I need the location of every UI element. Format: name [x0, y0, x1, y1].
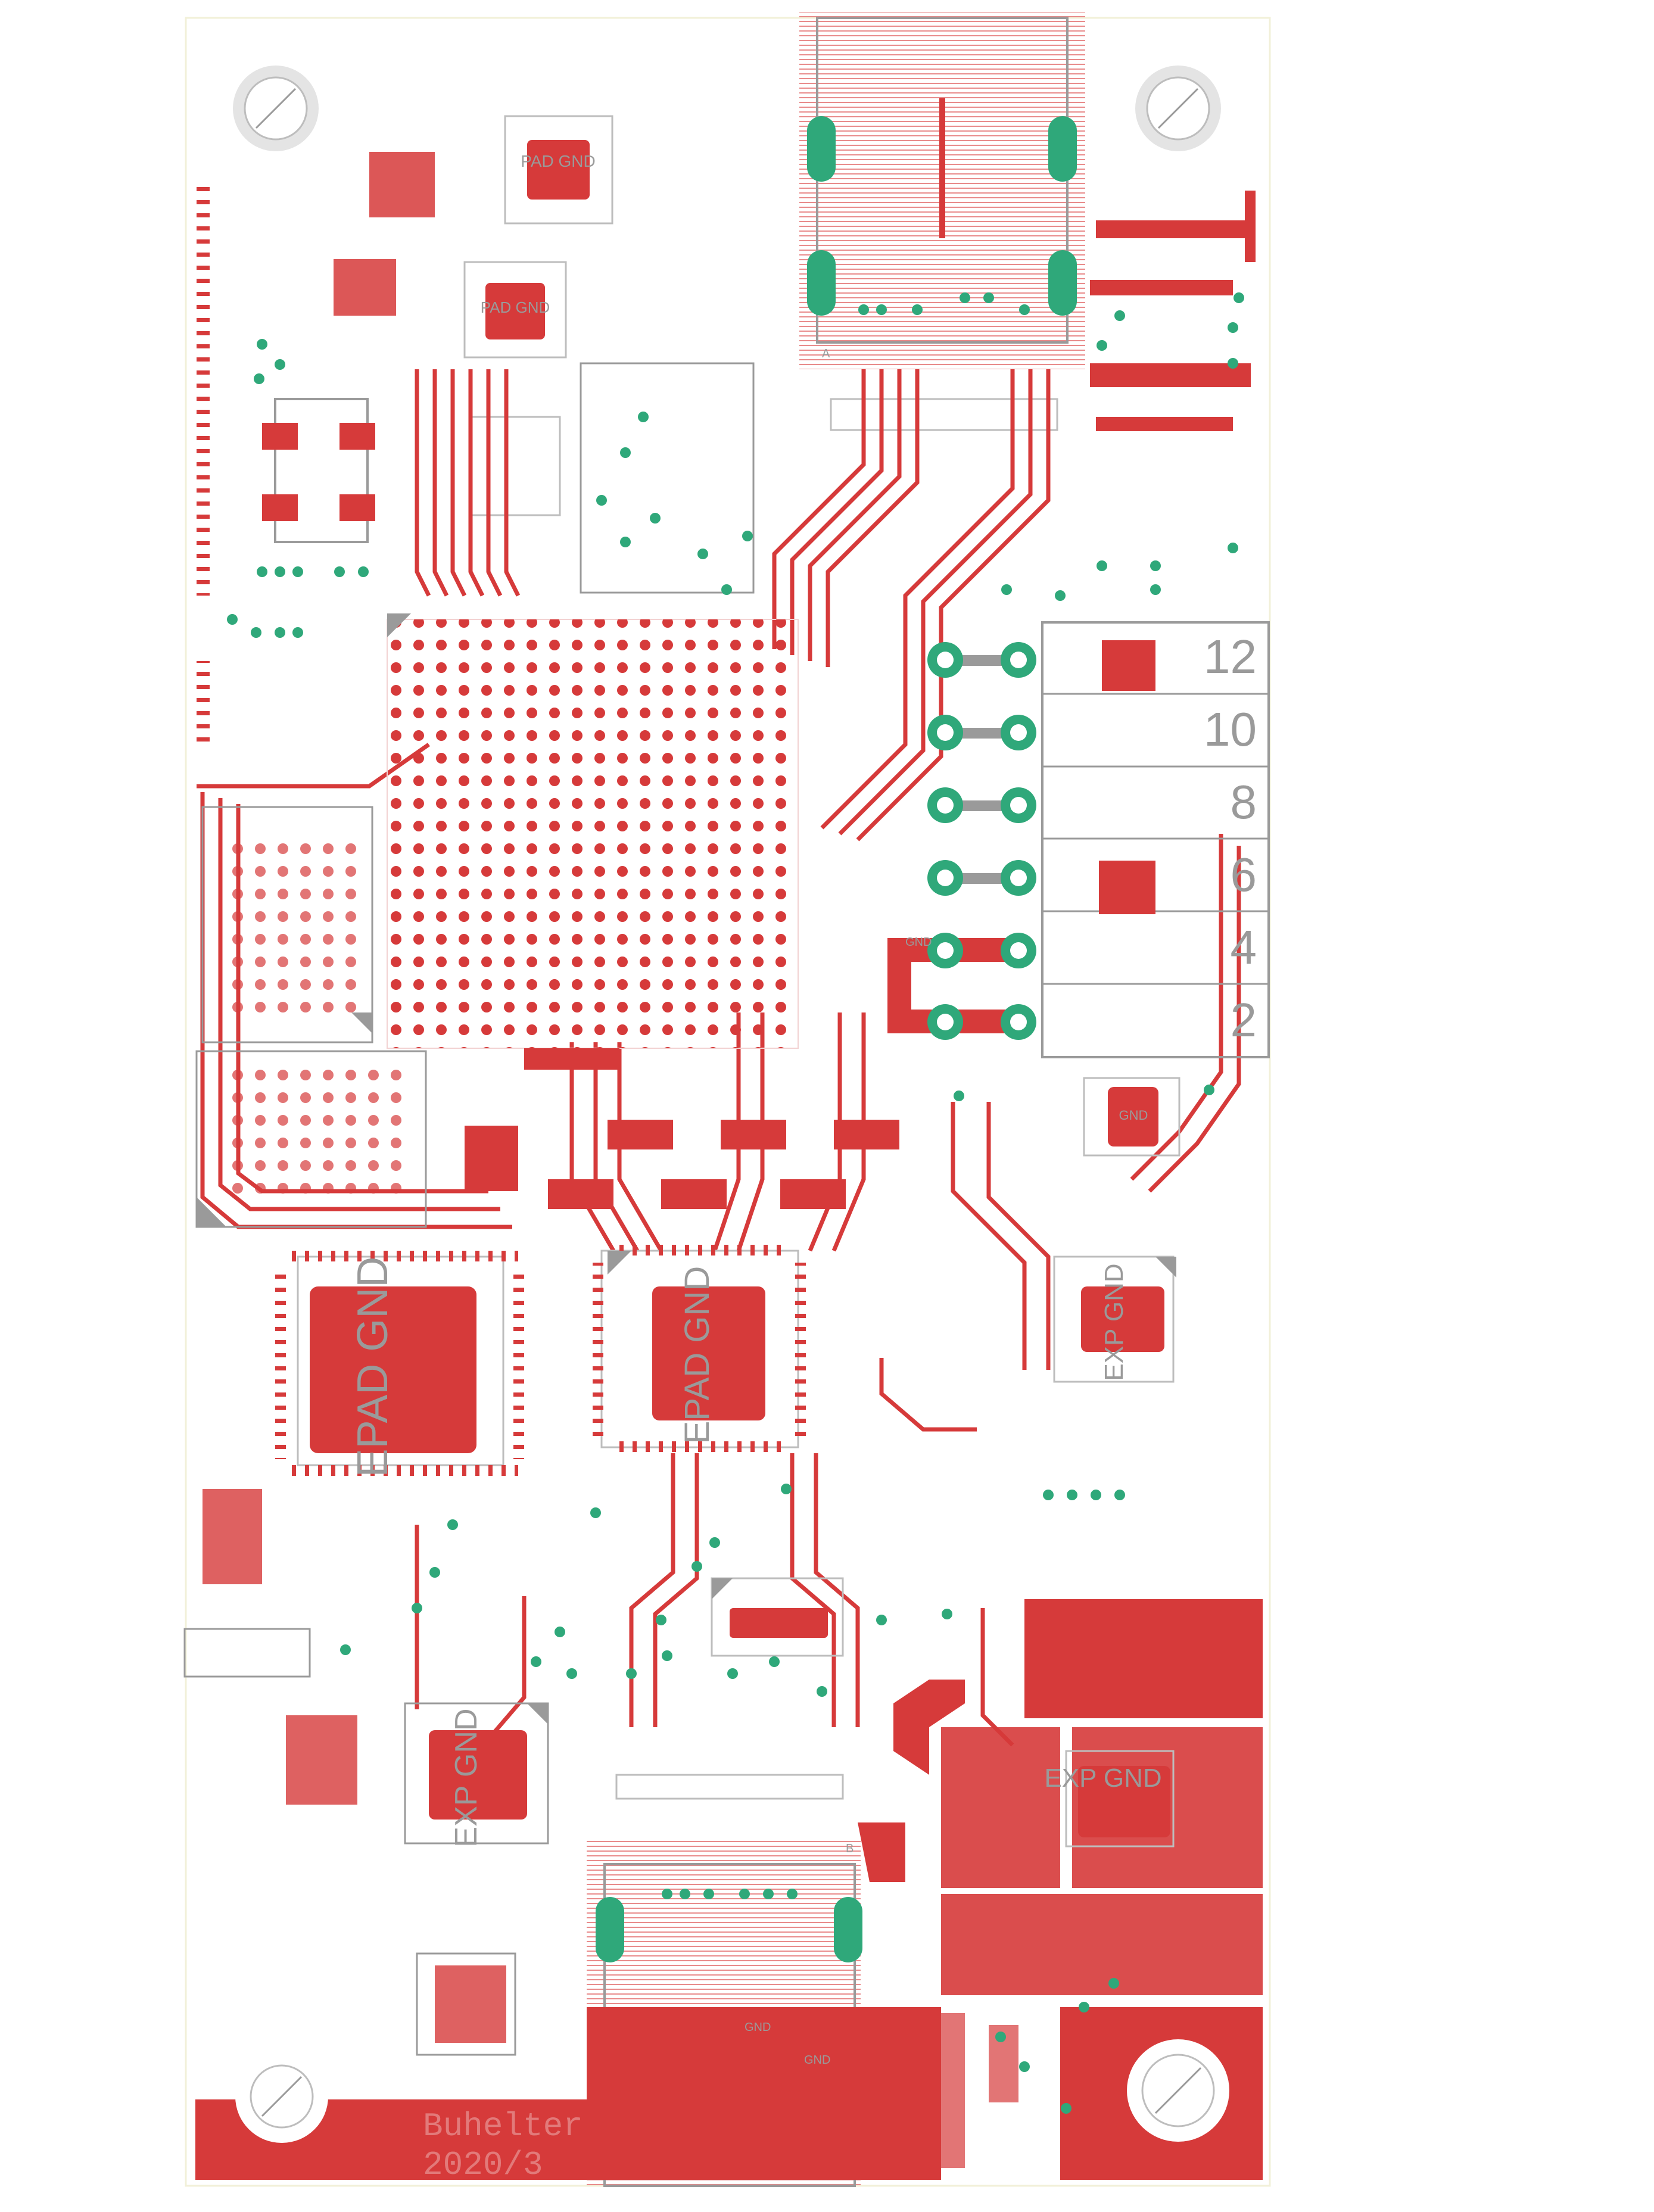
- ic-right-2: [1099, 861, 1155, 914]
- ic-label-exp-gnd-2: EXP GND: [449, 1708, 484, 1847]
- right-top-circuitry: [1090, 191, 1256, 431]
- conn-label-a: A: [822, 347, 830, 360]
- footer-date: 2020/3: [423, 2146, 543, 2184]
- ic-center-bottom: [711, 1577, 844, 1657]
- ic-epad-large-1: EPAD GND: [275, 1251, 524, 1477]
- ic-label-exp-gnd-3: EXP GND: [1044, 1764, 1161, 1793]
- ic-top-small-2: [334, 259, 396, 316]
- crystal-outline: [274, 398, 369, 543]
- header-pin-10: 10: [1204, 703, 1257, 756]
- gnd-label-right-ic: GND: [1119, 1108, 1148, 1123]
- left-bottom-pads: [203, 1489, 262, 1584]
- memory-footprint-1: [201, 806, 373, 1043]
- ic-label-exp-gnd-1: EXP GND: [1099, 1263, 1129, 1381]
- usb-connector-top: [799, 12, 1085, 431]
- header-pin-8: 8: [1231, 775, 1257, 828]
- mounting-hole-top-right: [1135, 66, 1221, 151]
- resistor-arrays: [465, 1048, 899, 1209]
- ic-top-qfn-1: PAD GND: [504, 115, 613, 225]
- ic-epad-large-2: EPAD GND: [593, 1245, 806, 1452]
- footer-author: Buhelter: [423, 2107, 583, 2145]
- ic-label-epad-gnd-large-2: EPAD GND: [678, 1266, 717, 1444]
- ic-label-epad-gnd-large-1: EPAD GND: [349, 1257, 397, 1478]
- ic-top-qfn-2: PAD GND: [463, 261, 567, 359]
- header-pin-12: 12: [1204, 630, 1257, 683]
- header-pin-4: 4: [1231, 921, 1257, 974]
- ic-label-pad-gnd-1: PAD GND: [521, 152, 596, 170]
- gnd-label-pour-1: GND: [745, 2021, 771, 2034]
- header-pin-2: 2: [1231, 993, 1257, 1046]
- module-outline: [580, 362, 755, 594]
- ic-exp-gnd-right: EXP GND: [1053, 1255, 1176, 1383]
- gnd-label-pour-2: GND: [804, 2054, 830, 2067]
- mounting-hole-top-left: [233, 66, 319, 151]
- conn-label-b: B: [846, 1842, 854, 1855]
- ic-label-pad-gnd-2: PAD GND: [481, 298, 550, 316]
- ic-right-3: GND: [1083, 1077, 1180, 1157]
- ic-top-small: [369, 152, 435, 217]
- left-edge-pins: [197, 179, 210, 596]
- power-section: EXP GND: [858, 1599, 1263, 1995]
- bga-package: [387, 613, 799, 1049]
- via-field: [227, 292, 1244, 2114]
- memory-footprint-2: [195, 1050, 427, 1228]
- header-pin-6: 6: [1231, 848, 1257, 901]
- ic-exp-gnd-bottom-left: EXP GND: [404, 1702, 549, 1848]
- ground-pour-bottom: GND GND: [195, 2001, 1263, 2180]
- gnd-label-header: GND: [905, 936, 932, 949]
- ic-right-1: [1102, 640, 1155, 691]
